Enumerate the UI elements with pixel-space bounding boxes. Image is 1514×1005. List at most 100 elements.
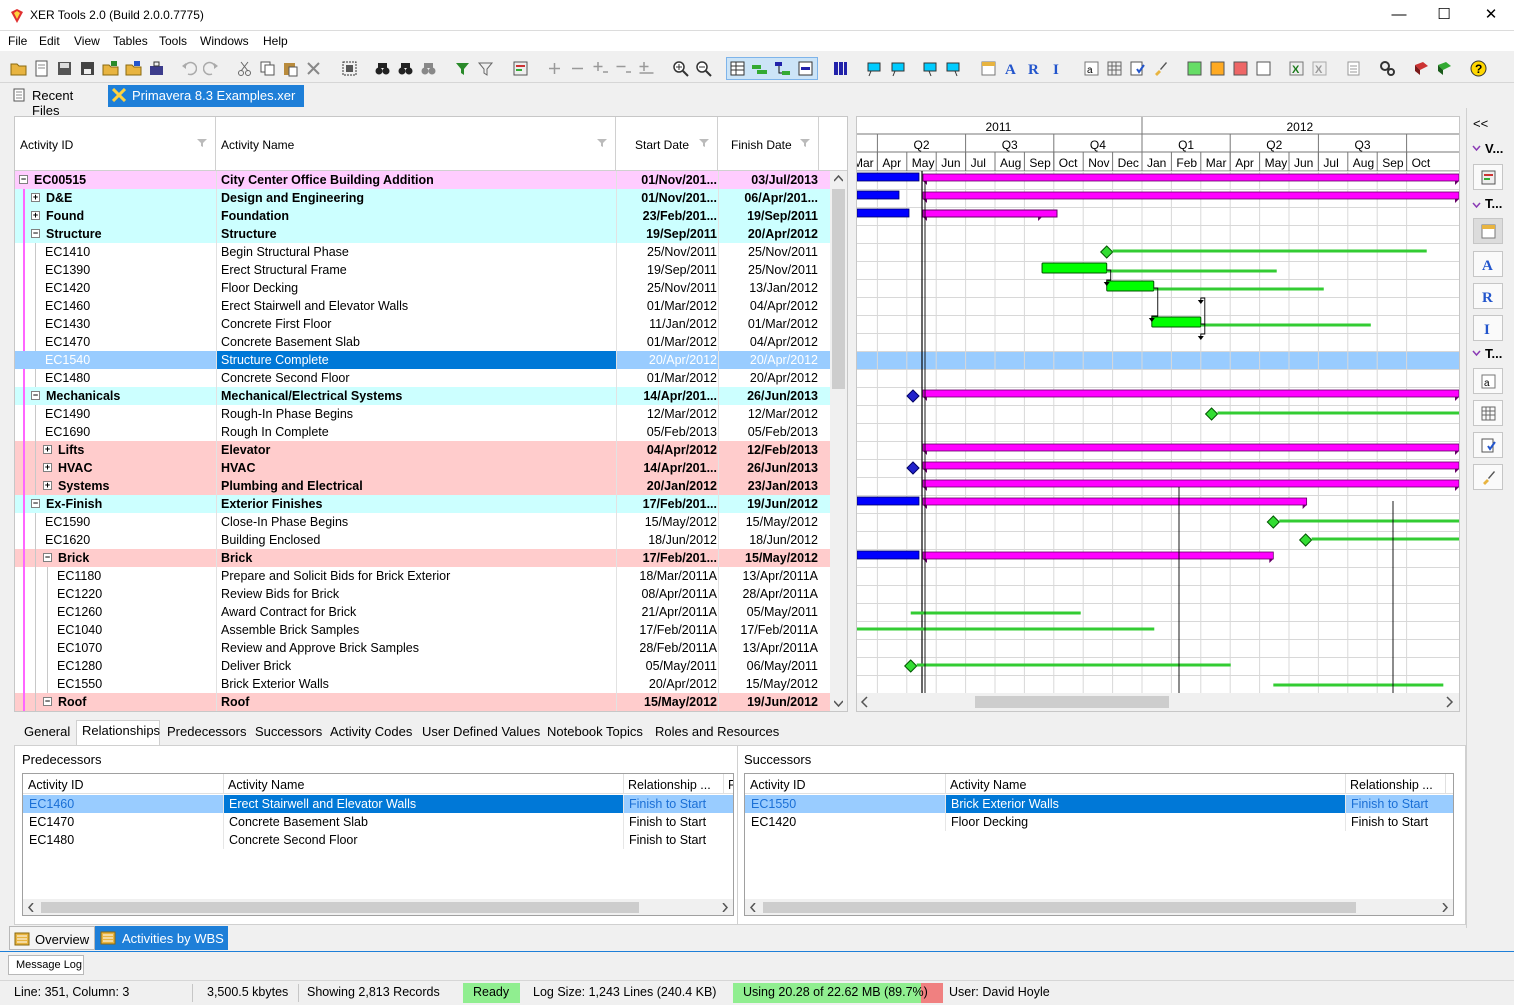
filter-funnel-icon[interactable]	[699, 138, 709, 148]
timescale-icon[interactable]	[922, 60, 939, 77]
header-format-icon[interactable]	[980, 60, 997, 77]
tab-user-defined-values[interactable]: User Defined Values	[422, 724, 541, 739]
succ-col-name[interactable]: Activity Name	[950, 778, 1027, 792]
grid-icon[interactable]	[1106, 60, 1123, 77]
expand-icon[interactable]: +	[31, 210, 40, 220]
tab-relationships[interactable]: Relationships	[82, 723, 161, 738]
grid-vertical-scrollbar[interactable]	[830, 171, 847, 711]
col-finish-date[interactable]: Finish Date	[718, 117, 819, 171]
minimize-button[interactable]: —	[1391, 6, 1407, 23]
maximize-button[interactable]: ☐	[1437, 6, 1451, 23]
open-folder-icon[interactable]	[10, 60, 27, 77]
tab-activity-codes[interactable]: Activity Codes	[330, 724, 413, 739]
menu-view[interactable]: View	[74, 34, 100, 48]
collapse-icon[interactable]: −	[31, 390, 40, 400]
pred-scroll-thumb[interactable]	[41, 902, 639, 913]
col-activity-id[interactable]: Activity ID	[15, 117, 216, 171]
menu-tools[interactable]: Tools	[159, 34, 188, 48]
bar-style-icon[interactable]	[866, 60, 883, 77]
tab-successors[interactable]: Successors	[255, 724, 323, 739]
scroll-left-icon[interactable]	[28, 903, 34, 912]
xer-file-tab[interactable]: Primavera 8.3 Examples.xer	[108, 85, 304, 107]
col-activity-name[interactable]: Activity Name	[216, 117, 616, 171]
milestone-diamond[interactable]	[904, 659, 918, 673]
menu-windows[interactable]: Windows	[200, 34, 249, 48]
book-red-icon[interactable]	[1413, 60, 1430, 77]
side-layout-button[interactable]	[1473, 164, 1503, 190]
remove-icon[interactable]	[569, 60, 586, 77]
filter-funnel-icon[interactable]	[800, 138, 810, 148]
cut-icon[interactable]	[236, 60, 253, 77]
collapse-icon[interactable]: −	[19, 174, 28, 184]
indent-icon[interactable]	[638, 60, 655, 77]
side-section-view[interactable]: V...	[1485, 141, 1504, 156]
clear-filter-icon[interactable]	[477, 60, 494, 77]
chevron-down-icon[interactable]	[1472, 349, 1481, 358]
gantt-scroll-thumb[interactable]	[975, 696, 1169, 708]
side-font-r-button[interactable]: R	[1473, 283, 1503, 309]
succ-col-id[interactable]: Activity ID	[750, 778, 806, 792]
add-icon[interactable]	[546, 60, 563, 77]
succ-scroll-thumb[interactable]	[763, 902, 1356, 913]
delete-icon[interactable]	[305, 60, 322, 77]
expand-all-icon[interactable]	[592, 60, 609, 77]
scroll-right-icon[interactable]	[1446, 696, 1454, 708]
menu-edit[interactable]: Edit	[39, 34, 60, 48]
remaining-bar[interactable]	[1151, 316, 1202, 328]
side-grid-button[interactable]	[1473, 400, 1503, 426]
font-r-icon[interactable]: R	[1026, 60, 1043, 77]
import-icon[interactable]	[125, 60, 142, 77]
activities-by-wbs-tab[interactable]: Activities by WBS	[95, 926, 228, 950]
scroll-up-icon[interactable]	[834, 175, 843, 182]
zoom-out-icon[interactable]	[695, 60, 712, 77]
timescale-2-icon[interactable]	[945, 60, 962, 77]
progress-view-icon[interactable]	[797, 60, 814, 77]
pred-horizontal-scrollbar[interactable]	[23, 899, 733, 915]
checklist-icon[interactable]	[1129, 60, 1146, 77]
report-icon[interactable]	[1345, 60, 1362, 77]
recent-files-tab[interactable]: Recent Files	[8, 85, 108, 118]
expand-icon[interactable]: +	[31, 192, 40, 202]
expand-icon[interactable]: +	[43, 480, 52, 490]
menu-file[interactable]: File	[8, 34, 28, 48]
milestone-diamond[interactable]	[1298, 533, 1313, 547]
side-brush-button[interactable]	[1473, 464, 1503, 490]
text-icon[interactable]: a	[1083, 60, 1100, 77]
find-next-icon[interactable]	[397, 60, 414, 77]
pred-col-extra[interactable]: F	[728, 778, 733, 792]
expand-icon[interactable]: +	[43, 444, 52, 454]
help-icon[interactable]: ?	[1470, 60, 1487, 77]
filter-icon[interactable]	[454, 60, 471, 77]
options-icon[interactable]	[1379, 60, 1396, 77]
redo-icon[interactable]	[203, 60, 220, 77]
message-log-tab[interactable]: Message Log	[8, 955, 84, 975]
tab-notebook-topics[interactable]: Notebook Topics	[547, 724, 643, 739]
chevron-down-icon[interactable]	[1472, 201, 1481, 210]
pred-col-id[interactable]: Activity ID	[28, 778, 84, 792]
side-section-tools[interactable]: T...	[1485, 346, 1503, 361]
scroll-down-icon[interactable]	[834, 700, 843, 707]
remaining-bar[interactable]	[1041, 262, 1108, 274]
undo-icon[interactable]	[180, 60, 197, 77]
scroll-right-icon[interactable]	[722, 903, 728, 912]
select-all-icon[interactable]	[341, 60, 358, 77]
tab-roles-and-resources[interactable]: Roles and Resources	[655, 724, 780, 739]
